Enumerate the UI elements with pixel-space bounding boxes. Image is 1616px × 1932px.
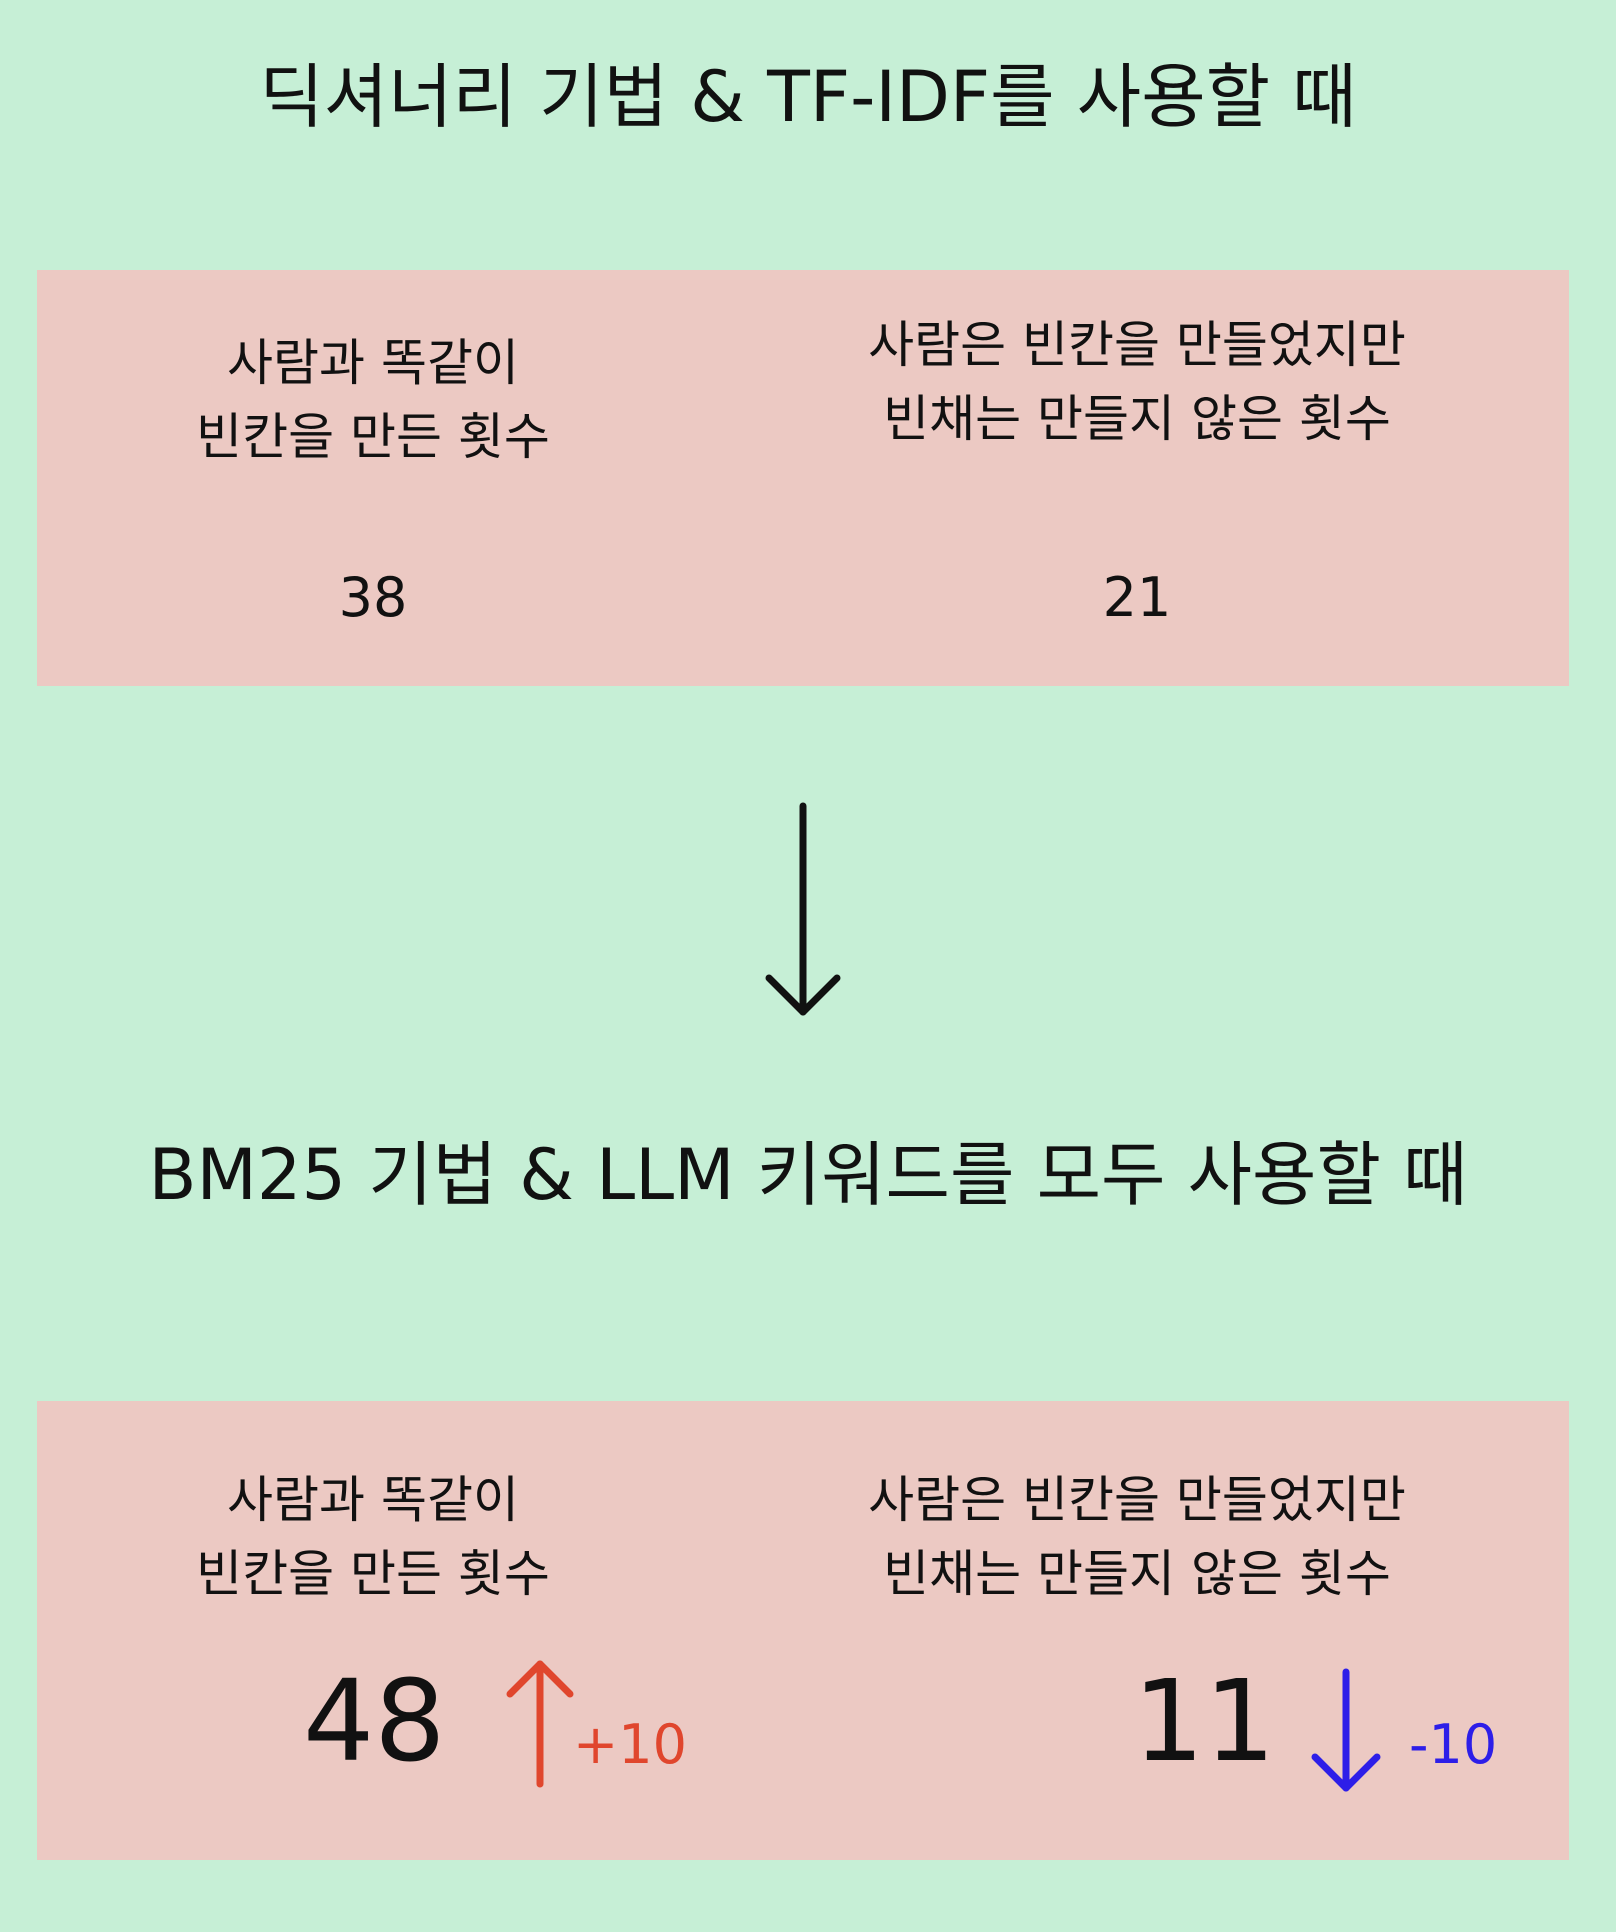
section1-heading: 딕셔너리 기법 & TF-IDF를 사용할 때 bbox=[259, 56, 1357, 138]
arrow-down-icon bbox=[765, 802, 841, 1016]
section1-panel: 사람과 똑같이 빈칸을 만든 횟수 사람은 빈칸을 만들었지만 빈채는 만들지 … bbox=[37, 270, 1569, 686]
section2-right-delta: -10 bbox=[1409, 1713, 1498, 1776]
section1-right-label: 사람은 빈칸을 만들었지만 빈채는 만들지 않은 횟수 bbox=[773, 308, 1501, 456]
section2-right-label: 사람은 빈칸을 만들었지만 빈채는 만들지 않은 횟수 bbox=[773, 1463, 1501, 1611]
section1-left-value: 38 bbox=[338, 566, 408, 629]
section2-left-label: 사람과 똑같이 빈칸을 만든 횟수 bbox=[37, 1463, 709, 1611]
section2-left-value: 48 bbox=[303, 1657, 446, 1787]
section2-left-label-line2: 빈칸을 만든 횟수 bbox=[196, 1545, 550, 1603]
arrow-down-icon bbox=[1311, 1668, 1381, 1792]
section2-right-value: 11 bbox=[1133, 1657, 1276, 1787]
arrow-up-icon bbox=[506, 1660, 574, 1788]
section1-right-label-line1: 사람은 빈칸을 만들었지만 bbox=[868, 316, 1406, 374]
section1-right-value: 21 bbox=[1102, 566, 1172, 629]
section2-panel: 사람과 똑같이 빈칸을 만든 횟수 사람은 빈칸을 만들었지만 빈채는 만들지 … bbox=[37, 1401, 1569, 1860]
section2-right-label-line2: 빈채는 만들지 않은 횟수 bbox=[883, 1545, 1391, 1603]
section1-left-label-line2: 빈칸을 만든 횟수 bbox=[196, 408, 550, 466]
section2-right-label-line1: 사람은 빈칸을 만들었지만 bbox=[868, 1471, 1406, 1529]
section2-left-delta: +10 bbox=[573, 1713, 687, 1776]
section2-left-label-line1: 사람과 똑같이 bbox=[227, 1471, 519, 1529]
section1-left-label-line1: 사람과 똑같이 bbox=[227, 334, 519, 392]
section2-heading: BM25 기법 & LLM 키워드를 모두 사용할 때 bbox=[148, 1134, 1468, 1216]
section1-left-label: 사람과 똑같이 빈칸을 만든 횟수 bbox=[37, 326, 709, 474]
section1-right-label-line2: 빈채는 만들지 않은 횟수 bbox=[883, 390, 1391, 448]
